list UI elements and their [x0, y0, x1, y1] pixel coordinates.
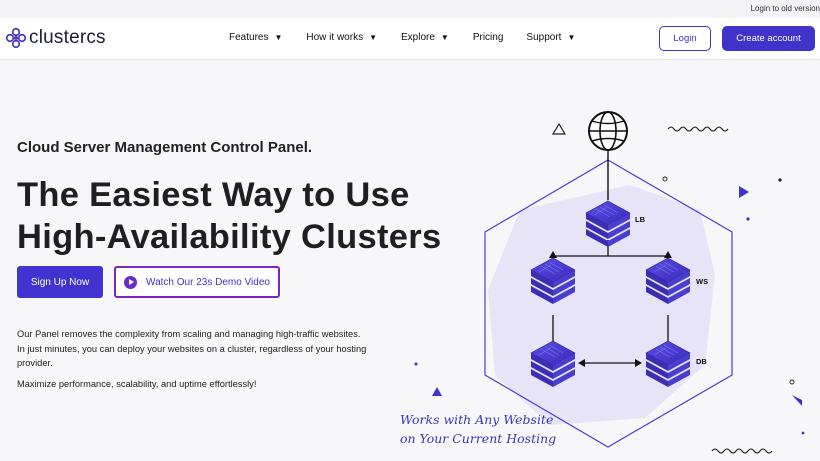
cluster-diagram: LB WS DB: [414, 111, 805, 454]
login-button[interactable]: Login: [659, 26, 711, 51]
hexagon-outline: [484, 159, 733, 448]
nav-item-label: Pricing: [472, 32, 504, 43]
brand-name: clustercs: [29, 27, 106, 48]
main-navbar: clustercs Features ▼ How it works ▼ Expl…: [0, 18, 820, 60]
hero-description-secondary: Maximize performance, scalability, and u…: [17, 379, 257, 389]
dot-decoration: [789, 379, 795, 385]
squiggle-decoration: [667, 126, 729, 132]
hero-headline: The Easiest Way to Use High-Availability…: [17, 174, 441, 258]
chevron-down-icon: ▼: [369, 33, 377, 42]
dot-decoration: [778, 178, 782, 182]
tagline-line-1: Works with Any Website: [400, 412, 554, 427]
nav-item-label: Features: [229, 32, 269, 43]
hero-subtitle: Cloud Server Management Control Panel.: [17, 139, 313, 156]
nav-item-support[interactable]: Support ▼: [526, 32, 575, 43]
nav-item-label: Explore: [401, 32, 435, 43]
triangle-decoration: [432, 387, 442, 396]
globe-icon: [588, 111, 628, 151]
dot-decoration: [746, 217, 750, 221]
dot-decoration: [662, 176, 668, 182]
watch-demo-label: Watch Our 23s Demo Video: [146, 276, 270, 288]
nav-item-how-it-works[interactable]: How it works ▼: [306, 32, 377, 43]
nav-item-label: How it works: [306, 32, 364, 43]
dot-decoration: [801, 431, 805, 435]
play-icon: [124, 275, 137, 289]
hosting-tagline: Works with Any Website on Your Current H…: [400, 410, 556, 448]
chevron-down-icon: ▼: [567, 33, 576, 42]
tagline-line-2: on Your Current Hosting: [400, 431, 557, 446]
nav-item-pricing[interactable]: Pricing: [473, 32, 504, 43]
play-triangle-decoration: [792, 395, 802, 406]
headline-line-2: High-Availability Clusters: [17, 218, 442, 256]
db-label: DB: [696, 357, 707, 366]
top-utility-bar: Login to old version: [0, 0, 820, 18]
brand-logo[interactable]: clustercs: [5, 27, 106, 49]
hero-description: Our Panel removes the complexity from sc…: [17, 329, 367, 368]
create-account-button[interactable]: Create account: [722, 26, 815, 51]
nav-item-label: Support: [526, 32, 562, 43]
chevron-down-icon: ▼: [274, 33, 283, 42]
lb-label: LB: [635, 215, 646, 224]
triangle-outline-decoration: [551, 122, 567, 135]
nav-item-explore[interactable]: Explore ▼: [401, 32, 449, 43]
old-version-login-link[interactable]: Login to old version: [750, 4, 820, 13]
headline-line-1: The Easiest Way to Use: [17, 176, 410, 214]
ws-label: WS: [696, 277, 708, 286]
primary-nav: Features ▼ How it works ▼ Explore ▼ Pric…: [229, 32, 575, 43]
chevron-down-icon: ▼: [440, 33, 449, 42]
sign-up-button[interactable]: Sign Up Now: [17, 266, 103, 298]
watch-demo-button[interactable]: Watch Our 23s Demo Video: [114, 266, 280, 298]
play-triangle-decoration: [739, 186, 749, 198]
dot-decoration: [414, 362, 418, 366]
nav-item-features[interactable]: Features ▼: [229, 32, 282, 43]
clustercs-logo-icon: [5, 27, 27, 49]
squiggle-decoration: [711, 448, 773, 454]
